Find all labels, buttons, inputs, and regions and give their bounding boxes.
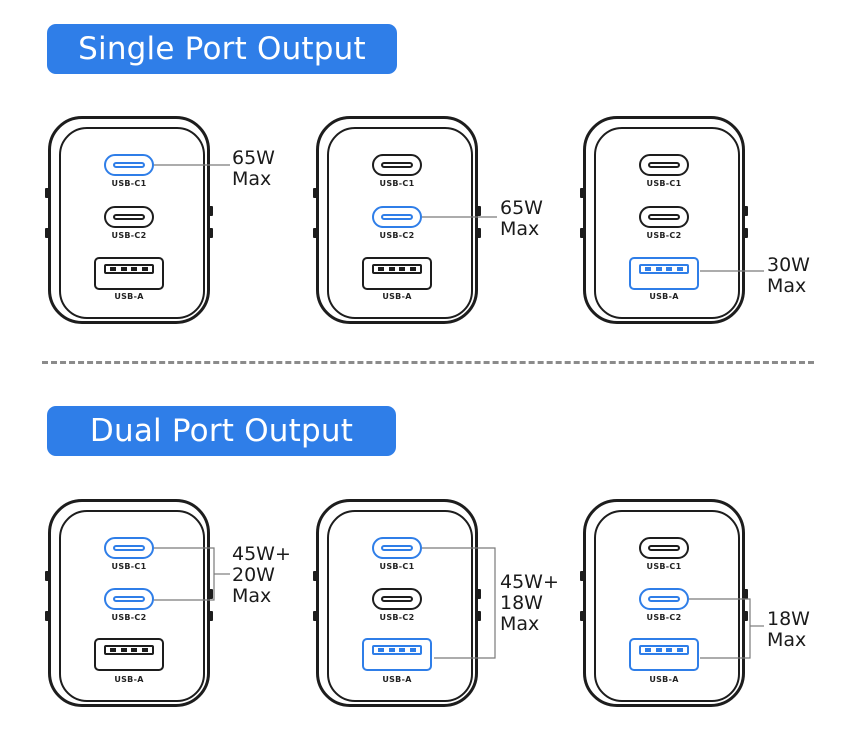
usb-c1-label: USB-C1 <box>379 562 415 571</box>
usb-c1-port <box>372 537 422 559</box>
usb-a-label: USB-A <box>382 675 412 684</box>
usb-a-port <box>362 638 432 671</box>
usb-c2-label: USB-C2 <box>646 231 682 240</box>
usb-c2-label: USB-C2 <box>379 231 415 240</box>
usb-c1-port <box>104 154 154 176</box>
usb-c2-label: USB-C2 <box>111 613 147 622</box>
usb-c1-port <box>639 154 689 176</box>
usb-c1-label: USB-C1 <box>111 179 147 188</box>
usb-c2-label: USB-C2 <box>646 613 682 622</box>
dual-port-output-heading: Dual Port Output <box>47 406 396 456</box>
usb-c1-port <box>372 154 422 176</box>
usb-a-port <box>362 257 432 290</box>
single-port-output-heading: Single Port Output <box>47 24 397 74</box>
usb-a-label: USB-A <box>114 292 144 301</box>
usb-c1-label: USB-C1 <box>111 562 147 571</box>
usb-c2-port <box>372 206 422 228</box>
usb-c2-label: USB-C2 <box>379 613 415 622</box>
usb-a-label: USB-A <box>382 292 412 301</box>
usb-a-label: USB-A <box>649 675 679 684</box>
usb-a-label: USB-A <box>649 292 679 301</box>
usb-c2-port <box>372 588 422 610</box>
usb-a-port <box>629 638 699 671</box>
section-divider <box>42 361 814 364</box>
usb-c2-port <box>104 206 154 228</box>
usb-a-label: USB-A <box>114 675 144 684</box>
usb-c1-label: USB-C1 <box>379 179 415 188</box>
usb-c2-port <box>104 588 154 610</box>
usb-a-port <box>629 257 699 290</box>
usb-c2-port <box>639 588 689 610</box>
usb-c1-port <box>104 537 154 559</box>
usb-c2-port <box>639 206 689 228</box>
usb-a-port <box>94 257 164 290</box>
usb-c1-port <box>639 537 689 559</box>
usb-c1-label: USB-C1 <box>646 179 682 188</box>
usb-c2-label: USB-C2 <box>111 231 147 240</box>
usb-c1-label: USB-C1 <box>646 562 682 571</box>
usb-a-port <box>94 638 164 671</box>
